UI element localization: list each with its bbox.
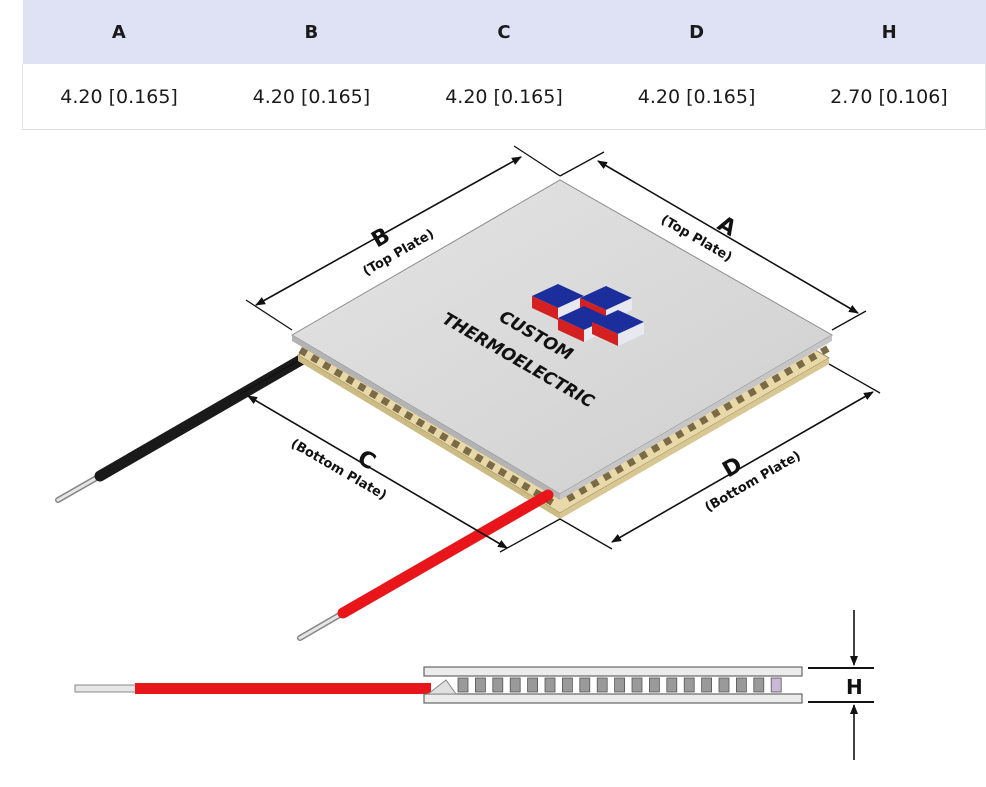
pellet (321, 361, 332, 371)
side-pellet (474, 677, 486, 693)
side-pellet (736, 677, 747, 693)
pellet (795, 359, 806, 370)
side-view-solder (426, 679, 457, 695)
value-c: 4.20 [0.165] (407, 64, 601, 130)
pellet (820, 345, 830, 356)
header-h: H (792, 0, 986, 64)
side-view-bottom-plate (423, 693, 803, 704)
side-pellet (683, 677, 695, 693)
pellet (345, 375, 355, 385)
side-pellet (753, 677, 765, 693)
side-pellet (770, 677, 782, 693)
side-pellet (562, 677, 573, 693)
red-wire (297, 489, 554, 641)
side-pellet-row (457, 677, 782, 693)
side-pellet (718, 677, 730, 693)
pellet (783, 366, 794, 377)
black-wire (55, 351, 312, 503)
pellet (771, 373, 782, 384)
header-a: A (22, 0, 216, 64)
value-h: 2.70 [0.106] (792, 64, 986, 130)
header-d: D (600, 0, 793, 64)
value-d: 4.20 [0.165] (600, 64, 793, 130)
side-pellet (544, 677, 556, 693)
header-c: C (407, 0, 601, 64)
side-pellet (457, 677, 469, 693)
pellet (298, 347, 309, 357)
pellet (521, 481, 531, 492)
side-pellet (666, 677, 678, 693)
dimensions-table: A B C D H 4.20 [0.165] 4.20 [0.165] 4.20… (22, 0, 986, 130)
pellet (509, 474, 519, 485)
top-plate (291, 179, 834, 495)
pellet (357, 382, 367, 393)
pellet (759, 380, 770, 391)
tec-module-diagram: CUSTOM THERMOELECTRIC B (Top Plate) A (T… (55, 145, 881, 760)
table-row: 4.20 [0.165] 4.20 [0.165] 4.20 [0.165] 4… (22, 64, 986, 130)
side-view-top-plate (423, 666, 803, 677)
side-pellet (596, 677, 608, 693)
side-pellet (527, 677, 538, 693)
pellet (602, 471, 612, 482)
side-pellet (614, 677, 625, 693)
side-view-wire-tip (74, 684, 138, 693)
header-b: B (215, 0, 408, 64)
side-pellet (492, 677, 504, 693)
table-header-row: A B C D H (22, 0, 986, 64)
pellet (310, 354, 320, 364)
side-pellet (649, 677, 660, 693)
side-pellet (631, 677, 643, 693)
side-pellet (509, 677, 521, 693)
dimension-a-label: A (713, 212, 740, 242)
pellet (333, 368, 344, 378)
dimension-h-label: H (846, 675, 863, 699)
value-b: 4.20 [0.165] (215, 64, 408, 130)
side-pellet (579, 677, 591, 693)
side-view-red-wire (135, 683, 431, 694)
pellet (807, 352, 818, 363)
side-pellet (701, 677, 712, 693)
value-a: 4.20 [0.165] (22, 64, 216, 130)
side-view: H (74, 610, 874, 760)
